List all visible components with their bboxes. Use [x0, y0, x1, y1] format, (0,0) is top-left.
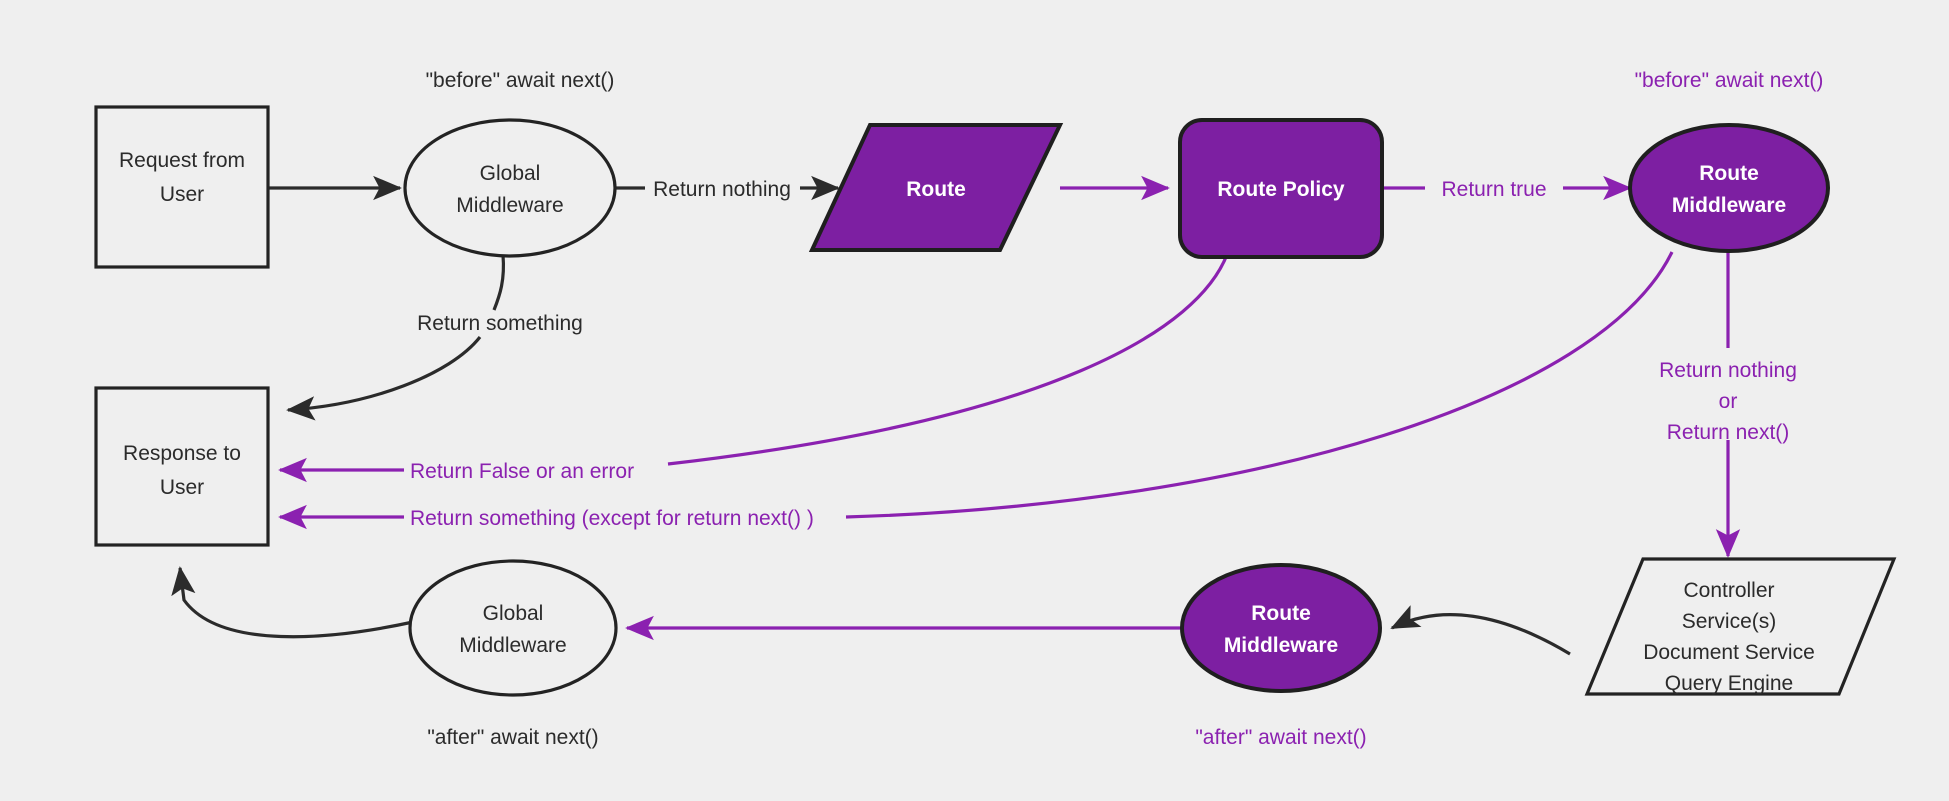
global-middleware-bottom-label-line2: Middleware — [459, 634, 566, 657]
edge-label-return-nothing-rm-2: or — [1719, 390, 1738, 413]
controller-label-line4: Query Engine — [1665, 672, 1793, 695]
edge-global-middleware-to-response-tail — [286, 336, 482, 421]
response-to-user-shape — [94, 386, 270, 547]
edge-label-return-nothing-global: Return nothing — [653, 178, 791, 201]
edge-label-return-something-except: Return something (except for return next… — [410, 507, 814, 530]
edge-route-middleware-to-response-curve — [845, 251, 1674, 519]
edge-label-return-false: Return False or an error — [410, 460, 634, 483]
route-middleware-bottom-label-line1: Route — [1251, 602, 1311, 625]
annotation-before-route-middleware: "before" await next() — [1635, 69, 1824, 92]
node-response-to-user[interactable]: Response to User — [94, 386, 270, 547]
controller-label-line2: Service(s) — [1682, 610, 1777, 633]
route-middleware-top-label-line2: Middleware — [1672, 194, 1786, 217]
global-middleware-top-shape — [403, 118, 617, 258]
route-policy-label: Route Policy — [1217, 178, 1345, 201]
route-middleware-top-label-line1: Route — [1699, 162, 1759, 185]
edge-route-policy-to-response-curve — [667, 251, 1230, 466]
node-route-middleware-top[interactable]: Route Middleware — [1628, 123, 1830, 253]
route-middleware-bottom-label-line2: Middleware — [1224, 634, 1338, 657]
node-global-middleware-bottom[interactable]: Global Middleware — [408, 559, 618, 697]
route-shape — [808, 123, 1064, 252]
node-request-from-user[interactable]: Request from User — [94, 105, 270, 269]
edge-global-middleware-to-response — [492, 254, 506, 311]
edge-global-middleware-bottom-to-response — [171, 566, 414, 639]
global-middleware-bottom-label-line1: Global — [483, 602, 544, 625]
route-middleware-top-shape — [1628, 123, 1830, 253]
controller-label-line1: Controller — [1683, 579, 1774, 602]
node-global-middleware-top[interactable]: Global Middleware — [403, 118, 617, 258]
edge-label-return-something-global: Return something — [417, 312, 583, 335]
route-policy-shape — [1178, 118, 1384, 259]
request-from-user-shape — [94, 105, 270, 269]
annotation-after-route-middleware: "after" await next() — [1195, 726, 1366, 749]
annotation-after-global-middleware: "after" await next() — [427, 726, 598, 749]
request-from-user-label-line1: Request from — [119, 149, 245, 172]
route-label: Route — [906, 178, 966, 201]
request-from-user-label-line2: User — [160, 183, 204, 206]
node-route-middleware-bottom[interactable]: Route Middleware — [1180, 563, 1382, 693]
response-to-user-label-line2: User — [160, 476, 204, 499]
global-middleware-top-label-line1: Global — [480, 162, 541, 185]
route-middleware-bottom-shape — [1180, 563, 1382, 693]
response-to-user-label-line1: Response to — [123, 442, 241, 465]
annotation-before-global-middleware: "before" await next() — [426, 69, 615, 92]
controller-services-shape — [1584, 557, 1897, 696]
global-middleware-top-label-line2: Middleware — [456, 194, 563, 217]
node-controller-services[interactable]: Controller Service(s) Document Service Q… — [1584, 557, 1897, 696]
global-middleware-bottom-shape — [408, 559, 618, 697]
node-route-policy[interactable]: Route Policy — [1178, 118, 1384, 259]
controller-label-line3: Document Service — [1643, 641, 1815, 664]
edge-controller-to-route-middleware-bottom — [1390, 605, 1571, 656]
node-route[interactable]: Route — [808, 123, 1064, 252]
edge-label-return-nothing-rm-1: Return nothing — [1659, 359, 1797, 382]
edge-label-return-true: Return true — [1441, 178, 1546, 201]
edge-label-return-nothing-rm-3: Return next() — [1667, 421, 1790, 444]
